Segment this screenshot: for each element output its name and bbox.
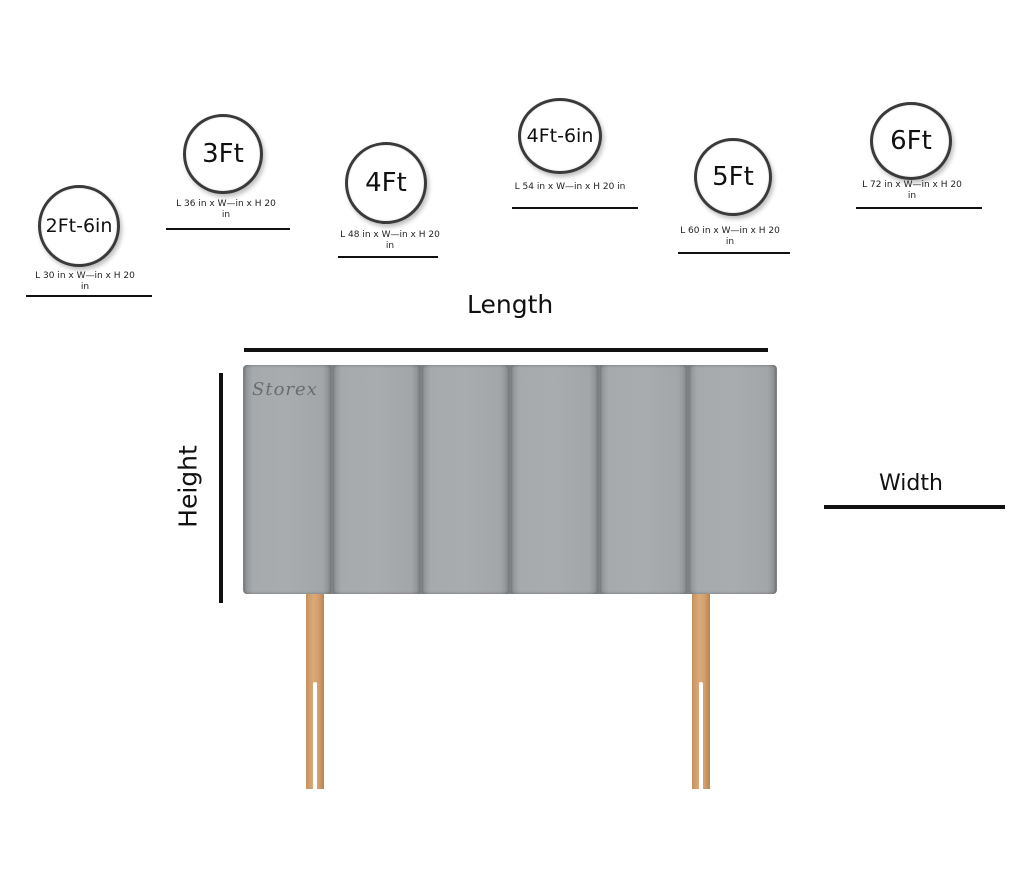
size-label: 2Ft-6in	[45, 215, 113, 237]
size-dimensions: L 30 in x W—in x H 20 in	[35, 271, 135, 292]
size-label: 3Ft	[202, 139, 244, 169]
size-underline	[338, 256, 438, 258]
size-badge-4ft: 4Ft	[345, 142, 427, 224]
headboard: Storex	[243, 365, 777, 594]
size-label: 5Ft	[712, 162, 754, 192]
size-dimensions: L 72 in x W—in x H 20 in	[862, 180, 962, 201]
size-badge-3ft: 3Ft	[183, 114, 263, 194]
headboard-leg-left	[306, 594, 324, 789]
headboard-panel	[511, 365, 598, 594]
size-badge-5ft: 5Ft	[694, 138, 772, 216]
size-dimensions: L 54 in x W—in x H 20 in	[514, 182, 626, 192]
size-label: 4Ft-6in	[526, 125, 594, 147]
size-badge-4ft6in: 4Ft-6in	[518, 98, 602, 174]
size-badge-6ft: 6Ft	[870, 102, 952, 180]
headboard-panel	[422, 365, 509, 594]
size-badge-2ft6in: 2Ft-6in	[38, 185, 120, 267]
leg-slot	[313, 682, 317, 789]
size-dimensions: L 36 in x W—in x H 20 in	[176, 199, 276, 220]
height-line	[219, 373, 223, 603]
size-underline	[512, 207, 638, 209]
leg-slot	[699, 682, 703, 789]
headboard-panel	[600, 365, 687, 594]
headboard-leg-right	[692, 594, 710, 789]
size-label: 4Ft	[365, 168, 407, 198]
width-label: Width	[879, 471, 943, 496]
height-label: Height	[173, 445, 203, 528]
brand-watermark: Storex	[252, 379, 318, 400]
size-underline	[678, 252, 790, 254]
size-underline	[856, 207, 982, 209]
size-underline	[166, 228, 290, 230]
length-label: Length	[467, 290, 554, 319]
width-line	[824, 505, 1005, 509]
size-label: 6Ft	[890, 126, 932, 156]
headboard-panel	[689, 365, 776, 594]
size-underline	[26, 295, 152, 297]
headboard-panel	[244, 365, 331, 594]
size-dimensions: L 60 in x W—in x H 20 in	[680, 226, 780, 247]
headboard-panel	[333, 365, 420, 594]
size-dimensions: L 48 in x W—in x H 20 in	[340, 230, 440, 251]
length-line	[244, 348, 768, 352]
